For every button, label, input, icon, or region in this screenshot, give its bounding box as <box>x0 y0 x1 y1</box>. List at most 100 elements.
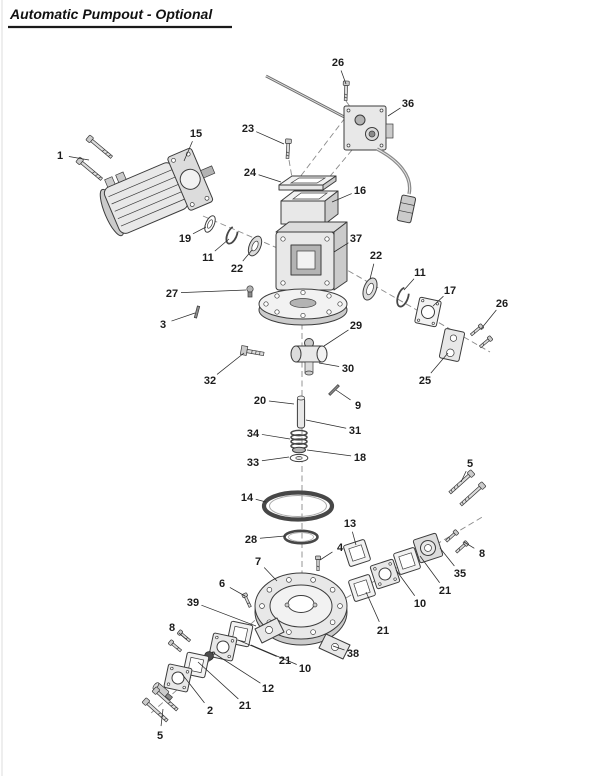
port-flange-10 <box>369 558 401 590</box>
callout-leader-22 <box>369 263 375 280</box>
callout-27: 27 <box>166 288 178 300</box>
callout-leader-3 <box>171 312 196 322</box>
callout-35: 35 <box>454 568 466 580</box>
motor-terminal <box>115 171 127 183</box>
port-screw-5 <box>458 481 487 508</box>
port-screw-8 <box>176 629 192 644</box>
callout-leader-18 <box>306 449 352 457</box>
callout-16: 16 <box>354 185 366 197</box>
o-ring-small <box>283 529 319 545</box>
callout-leader-23 <box>256 131 285 145</box>
callout-14: 14 <box>241 492 254 504</box>
callout-leader-26 <box>340 70 347 85</box>
callout-21: 21 <box>279 655 291 667</box>
end-flange-2 <box>163 663 193 693</box>
page-title: Automatic Pumpout - Optional <box>9 6 213 22</box>
callout-36: 36 <box>402 98 414 110</box>
callout-20: 20 <box>254 395 266 407</box>
port-screw-5 <box>447 469 476 496</box>
motor-shaft <box>200 165 216 179</box>
callout-leader-33 <box>261 456 290 462</box>
title-block: Automatic Pumpout - Optional <box>8 6 232 29</box>
pump-housing <box>258 221 348 326</box>
callout-24: 24 <box>244 167 257 179</box>
spacer-block <box>280 190 339 225</box>
callout-leader-27 <box>180 289 247 294</box>
callout-leader-7 <box>263 567 278 582</box>
callout-leader-11 <box>403 278 415 291</box>
motor-terminal <box>104 176 116 188</box>
callout-leader-38 <box>332 645 345 651</box>
callout-9: 9 <box>355 400 361 412</box>
retaining-ring <box>396 286 410 308</box>
port-gasket-13 <box>342 538 372 568</box>
callout-leader-39 <box>201 604 257 627</box>
callout-12: 12 <box>262 683 274 695</box>
callout-33: 33 <box>247 457 259 469</box>
callout-leader-21 <box>365 591 380 622</box>
bearing <box>362 277 378 301</box>
callout-leader-17 <box>432 295 444 307</box>
flat-washer <box>289 453 309 463</box>
callout-23: 23 <box>242 123 254 135</box>
callout-leader-35 <box>439 547 455 567</box>
callout-leader-30 <box>318 362 340 367</box>
callout-leader-37 <box>333 242 349 253</box>
callout-29: 29 <box>350 320 362 332</box>
callout-leader-5 <box>160 708 164 727</box>
port-gasket-21 <box>347 573 377 603</box>
cover-gasket <box>278 175 337 191</box>
spring <box>290 429 308 450</box>
callout-34: 34 <box>247 428 260 440</box>
callout-leader-12 <box>211 651 261 684</box>
callout-11: 11 <box>414 267 426 279</box>
pump-shaft <box>296 395 306 429</box>
callout-5: 5 <box>157 730 163 742</box>
callout-39: 39 <box>187 597 199 609</box>
valve-body <box>290 338 328 376</box>
callout-leader-10 <box>395 569 416 596</box>
control-cable <box>376 147 412 195</box>
callout-8: 8 <box>479 548 485 560</box>
callout-leader-11 <box>214 238 230 252</box>
callout-22: 22 <box>231 263 243 275</box>
callout-18: 18 <box>354 452 366 464</box>
callout-19: 19 <box>179 233 191 245</box>
callout-leader-13 <box>352 531 357 546</box>
callout-37: 37 <box>350 233 362 245</box>
callout-leader-26 <box>480 309 497 330</box>
callout-2: 2 <box>207 705 213 717</box>
shaft-washer <box>204 215 216 233</box>
port-screw-8 <box>167 639 183 654</box>
callout-21: 21 <box>239 700 251 712</box>
grease-fitting <box>246 285 254 298</box>
callout-leader-34 <box>261 434 291 440</box>
callout-leader-36 <box>387 107 401 117</box>
motor-mount-screw <box>75 156 104 183</box>
callout-leader-8 <box>178 632 188 641</box>
port-screw-8 <box>444 529 460 544</box>
valve-pin <box>328 384 340 396</box>
callout-38: 38 <box>347 648 359 660</box>
callout-leader-21 <box>419 555 440 583</box>
callout-leader-28 <box>259 535 286 539</box>
callout-leader-31 <box>305 419 347 429</box>
bracket-screw <box>469 323 485 338</box>
callout-leader-16 <box>331 193 352 203</box>
callout-15: 15 <box>190 128 202 140</box>
callout-8: 8 <box>169 622 175 634</box>
cable-connector <box>396 194 417 224</box>
callout-6: 6 <box>219 578 225 590</box>
callout-7: 7 <box>255 556 261 568</box>
callout-25: 25 <box>419 375 431 387</box>
thrust-washer <box>292 446 306 454</box>
mounting-bracket <box>438 328 466 362</box>
callout-leader-2 <box>181 673 205 704</box>
callout-leader-14 <box>255 498 267 503</box>
callout-leader-15 <box>183 141 193 162</box>
hose-fitting <box>152 682 173 701</box>
motor-mount-screw <box>85 134 114 161</box>
callout-11: 11 <box>202 252 214 264</box>
motor <box>99 147 216 237</box>
